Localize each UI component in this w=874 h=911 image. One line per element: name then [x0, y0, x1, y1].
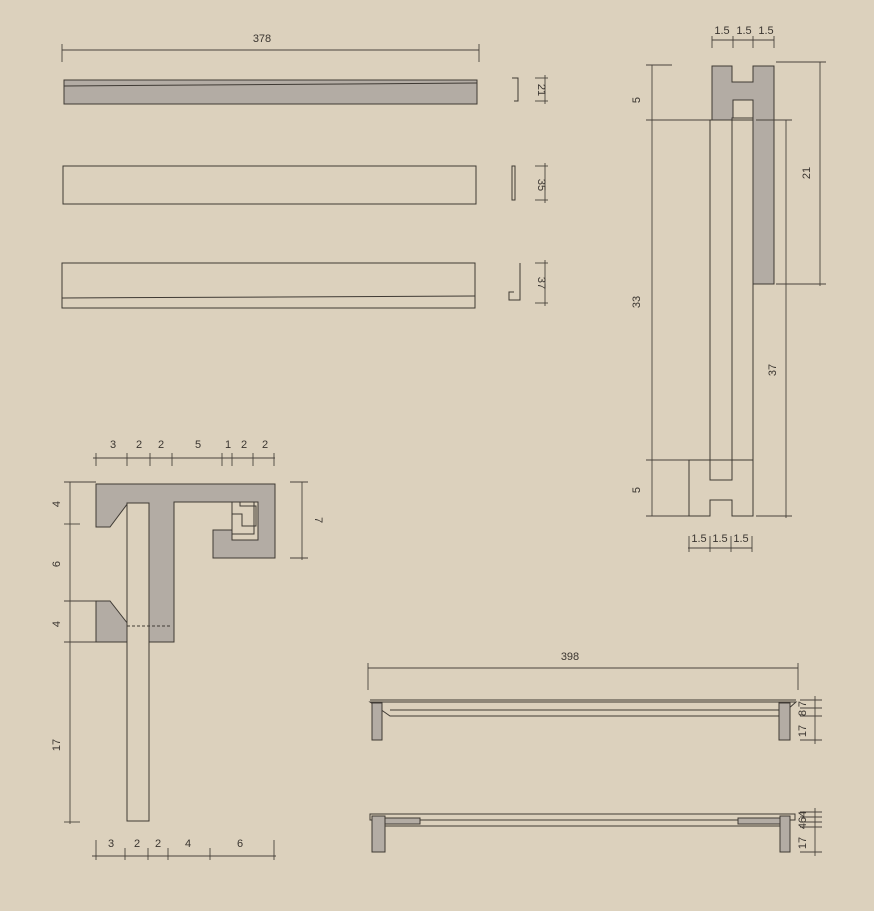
frame-lower [369, 813, 796, 821]
dim-21: 21 [535, 84, 547, 96]
frame-upper [368, 701, 798, 717]
dim-cw-2a: 2 [136, 439, 142, 451]
h-section-bottom [688, 459, 754, 517]
dim-cw-1: 1 [225, 439, 231, 451]
vertical-section: 1.5 1.5 1.5 5 33 5 21 37 [631, 25, 826, 552]
profile-bars: 378 21 35 37 [61, 33, 548, 309]
dim-398: 398 [561, 651, 579, 663]
dim-cw-3: 3 [110, 439, 116, 451]
dim-fl-17: 17 [797, 837, 809, 849]
dim-h-21: 21 [801, 167, 813, 179]
dim-cb-2b: 2 [155, 838, 161, 850]
dim-bot-w3: 1.5 [733, 533, 748, 545]
dim-cb-2a: 2 [134, 838, 140, 850]
profile-bar-2 [62, 165, 477, 205]
dim-cb-6: 6 [237, 838, 243, 850]
dim-37: 37 [535, 277, 547, 289]
dim-cw-2b: 2 [158, 439, 164, 451]
dim-bot-w2: 1.5 [712, 533, 727, 545]
dim-top-w1: 1.5 [714, 25, 729, 37]
dim-fl-4b: 4 [797, 811, 809, 817]
dim-cb-4: 4 [185, 838, 191, 850]
dim-top-w3: 1.5 [758, 25, 773, 37]
dim-bot-w1: 1.5 [691, 533, 706, 545]
corner-stile [126, 502, 150, 822]
frames: 398 17 8 7 17 4 6 4 [367, 651, 822, 856]
dim-top-w2: 1.5 [736, 25, 751, 37]
dim-378: 378 [253, 33, 271, 45]
dim-fl-4a: 4 [797, 823, 809, 829]
dim-h-33: 33 [631, 296, 643, 308]
dim-cw-2d: 2 [262, 439, 268, 451]
dim-cw-2c: 2 [241, 439, 247, 451]
dim-h-5-top: 5 [631, 97, 643, 103]
corner-detail: 3 2 2 5 1 2 2 4 6 4 17 7 [51, 439, 324, 860]
corner-profile-wedge [95, 600, 129, 643]
dim-ch-4a: 4 [51, 501, 63, 507]
dim-ch-6: 6 [51, 561, 63, 567]
dim-fl-6: 6 [797, 817, 809, 823]
dim-h-5-bottom: 5 [631, 487, 643, 493]
dim-cb-3: 3 [108, 838, 114, 850]
dim-fu-8: 8 [797, 710, 809, 716]
profile-bar-3 [61, 262, 476, 309]
dim-h-37: 37 [767, 364, 779, 376]
dim-cw-5: 5 [195, 439, 201, 451]
dim-35: 35 [535, 179, 547, 191]
dim-ch-17: 17 [51, 739, 63, 751]
inner-wall-right [731, 119, 754, 517]
inner-wall-left [709, 119, 733, 461]
dim-fu-7: 7 [797, 701, 809, 707]
dim-fu-17: 17 [797, 725, 809, 737]
dim-ch-7: 7 [312, 517, 324, 523]
dim-ch-4b: 4 [51, 621, 63, 627]
